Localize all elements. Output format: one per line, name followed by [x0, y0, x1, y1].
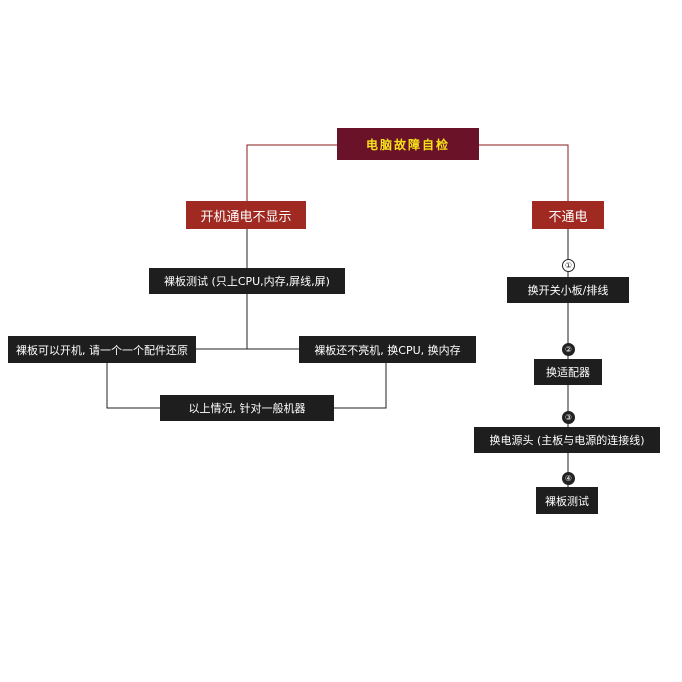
- step-3-number: ③: [562, 411, 575, 424]
- left-branch-title: 开机通电不显示: [186, 201, 306, 229]
- root-to-left-line: [246, 144, 337, 201]
- left-fail-to-summary-line: [334, 363, 387, 409]
- bare-board-ok-node: 裸板可以开机, 请一个一个配件还原: [8, 336, 196, 363]
- step-1-node: 换开关小板/排线: [507, 277, 629, 303]
- step-4-number: ④: [562, 472, 575, 485]
- bare-board-test-node: 裸板测试 (只上CPU,内存,屏线,屏): [149, 268, 345, 294]
- summary-node: 以上情况, 针对一般机器: [160, 395, 334, 421]
- step-2-node: 换适配器: [534, 359, 602, 385]
- right-branch-title: 不通电: [532, 201, 604, 229]
- root-node: 电脑故障自检: [337, 128, 479, 160]
- left-ok-to-summary-line: [106, 363, 160, 409]
- step-1-number: ①: [562, 259, 575, 272]
- root-to-right-line: [479, 144, 569, 201]
- step-3-node: 换电源头 (主板与电源的连接线): [474, 427, 660, 453]
- step-4-node: 裸板测试: [536, 487, 598, 514]
- bare-board-fail-node: 裸板还不亮机, 换CPU, 换内存: [299, 336, 476, 363]
- step-2-number: ②: [562, 343, 575, 356]
